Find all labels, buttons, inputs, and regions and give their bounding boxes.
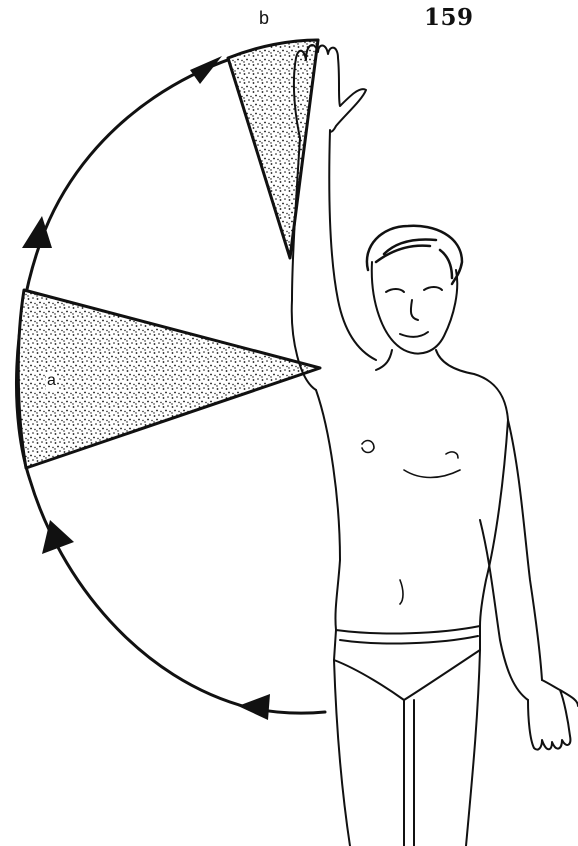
raised-arm [292, 130, 376, 390]
underwear [334, 626, 480, 700]
chest-details [362, 441, 460, 604]
sector-a [18, 290, 320, 468]
sector-a-label: a [46, 372, 57, 390]
hanging-hand [528, 680, 578, 750]
sector-b [228, 40, 318, 258]
human-figure [292, 45, 578, 846]
face [386, 287, 442, 337]
arrowhead-icon [238, 694, 270, 720]
hair [367, 226, 462, 284]
arrowhead-icon [190, 56, 222, 84]
sector-b-label: b [259, 8, 269, 29]
legs [334, 650, 480, 846]
head [372, 262, 457, 354]
page-number: 159 [424, 4, 474, 31]
neck-shoulders [376, 350, 508, 420]
hanging-arm [480, 420, 542, 700]
torso [316, 390, 508, 630]
